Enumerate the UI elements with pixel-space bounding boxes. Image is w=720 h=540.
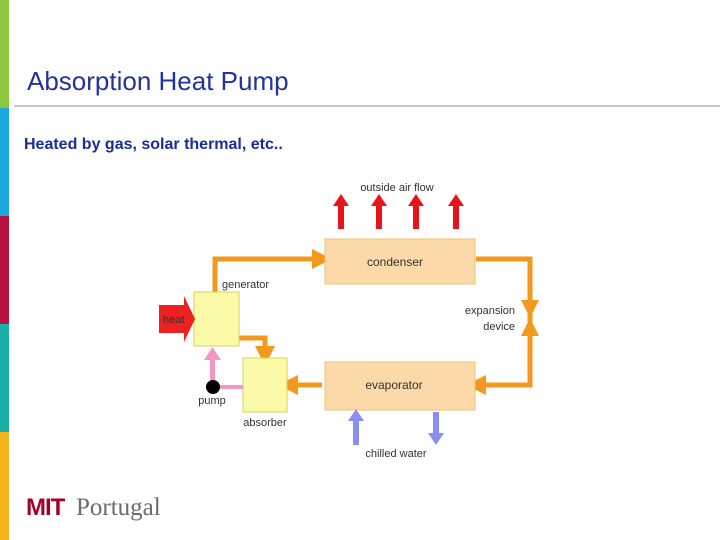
flow-generator-to-absorber bbox=[239, 335, 275, 366]
outside-air-arrows bbox=[333, 194, 464, 229]
slide-title: Absorption Heat Pump bbox=[27, 66, 289, 96]
side-stripe-yellow bbox=[0, 432, 9, 540]
expansion-label-line2: device bbox=[483, 321, 515, 333]
generator-label: generator bbox=[222, 279, 269, 291]
side-stripe-green bbox=[0, 0, 9, 108]
logo-portugal-text: Portugal bbox=[76, 494, 161, 521]
slide-subtitle: Heated by gas, solar thermal, etc.. bbox=[24, 136, 283, 153]
condenser-box bbox=[324, 238, 476, 285]
absorber-label: absorber bbox=[243, 417, 287, 429]
evaporator-label: evaporator bbox=[365, 378, 422, 392]
chilled-water-in-arrow bbox=[348, 409, 364, 445]
condenser-label: condenser bbox=[367, 255, 423, 269]
chilled-water-out-arrow bbox=[428, 412, 444, 445]
logo-mit-text: MIT bbox=[26, 494, 65, 521]
pump-loop bbox=[204, 347, 243, 389]
air-arrow bbox=[448, 194, 464, 229]
expansion-label-line1: expansion bbox=[465, 305, 515, 317]
outside-air-flow-label: outside air flow bbox=[360, 182, 433, 194]
pump-label: pump bbox=[198, 395, 226, 407]
air-arrow bbox=[371, 194, 387, 229]
air-arrow bbox=[408, 194, 424, 229]
pump-icon bbox=[206, 380, 220, 394]
evaporator-box bbox=[324, 361, 476, 411]
side-stripe-blue bbox=[0, 108, 9, 216]
chilled-water-label: chilled water bbox=[365, 448, 426, 460]
side-stripe-red bbox=[0, 216, 9, 324]
title-divider bbox=[14, 105, 720, 107]
air-arrow bbox=[333, 194, 349, 229]
heat-label: heat bbox=[163, 314, 184, 326]
generator-box bbox=[193, 291, 240, 347]
expansion-valve-icon bbox=[521, 300, 539, 336]
flow-generator-to-condenser bbox=[212, 249, 332, 292]
heat-arrow bbox=[159, 296, 195, 342]
absorber-box bbox=[242, 357, 288, 413]
side-stripe-teal bbox=[0, 324, 9, 432]
